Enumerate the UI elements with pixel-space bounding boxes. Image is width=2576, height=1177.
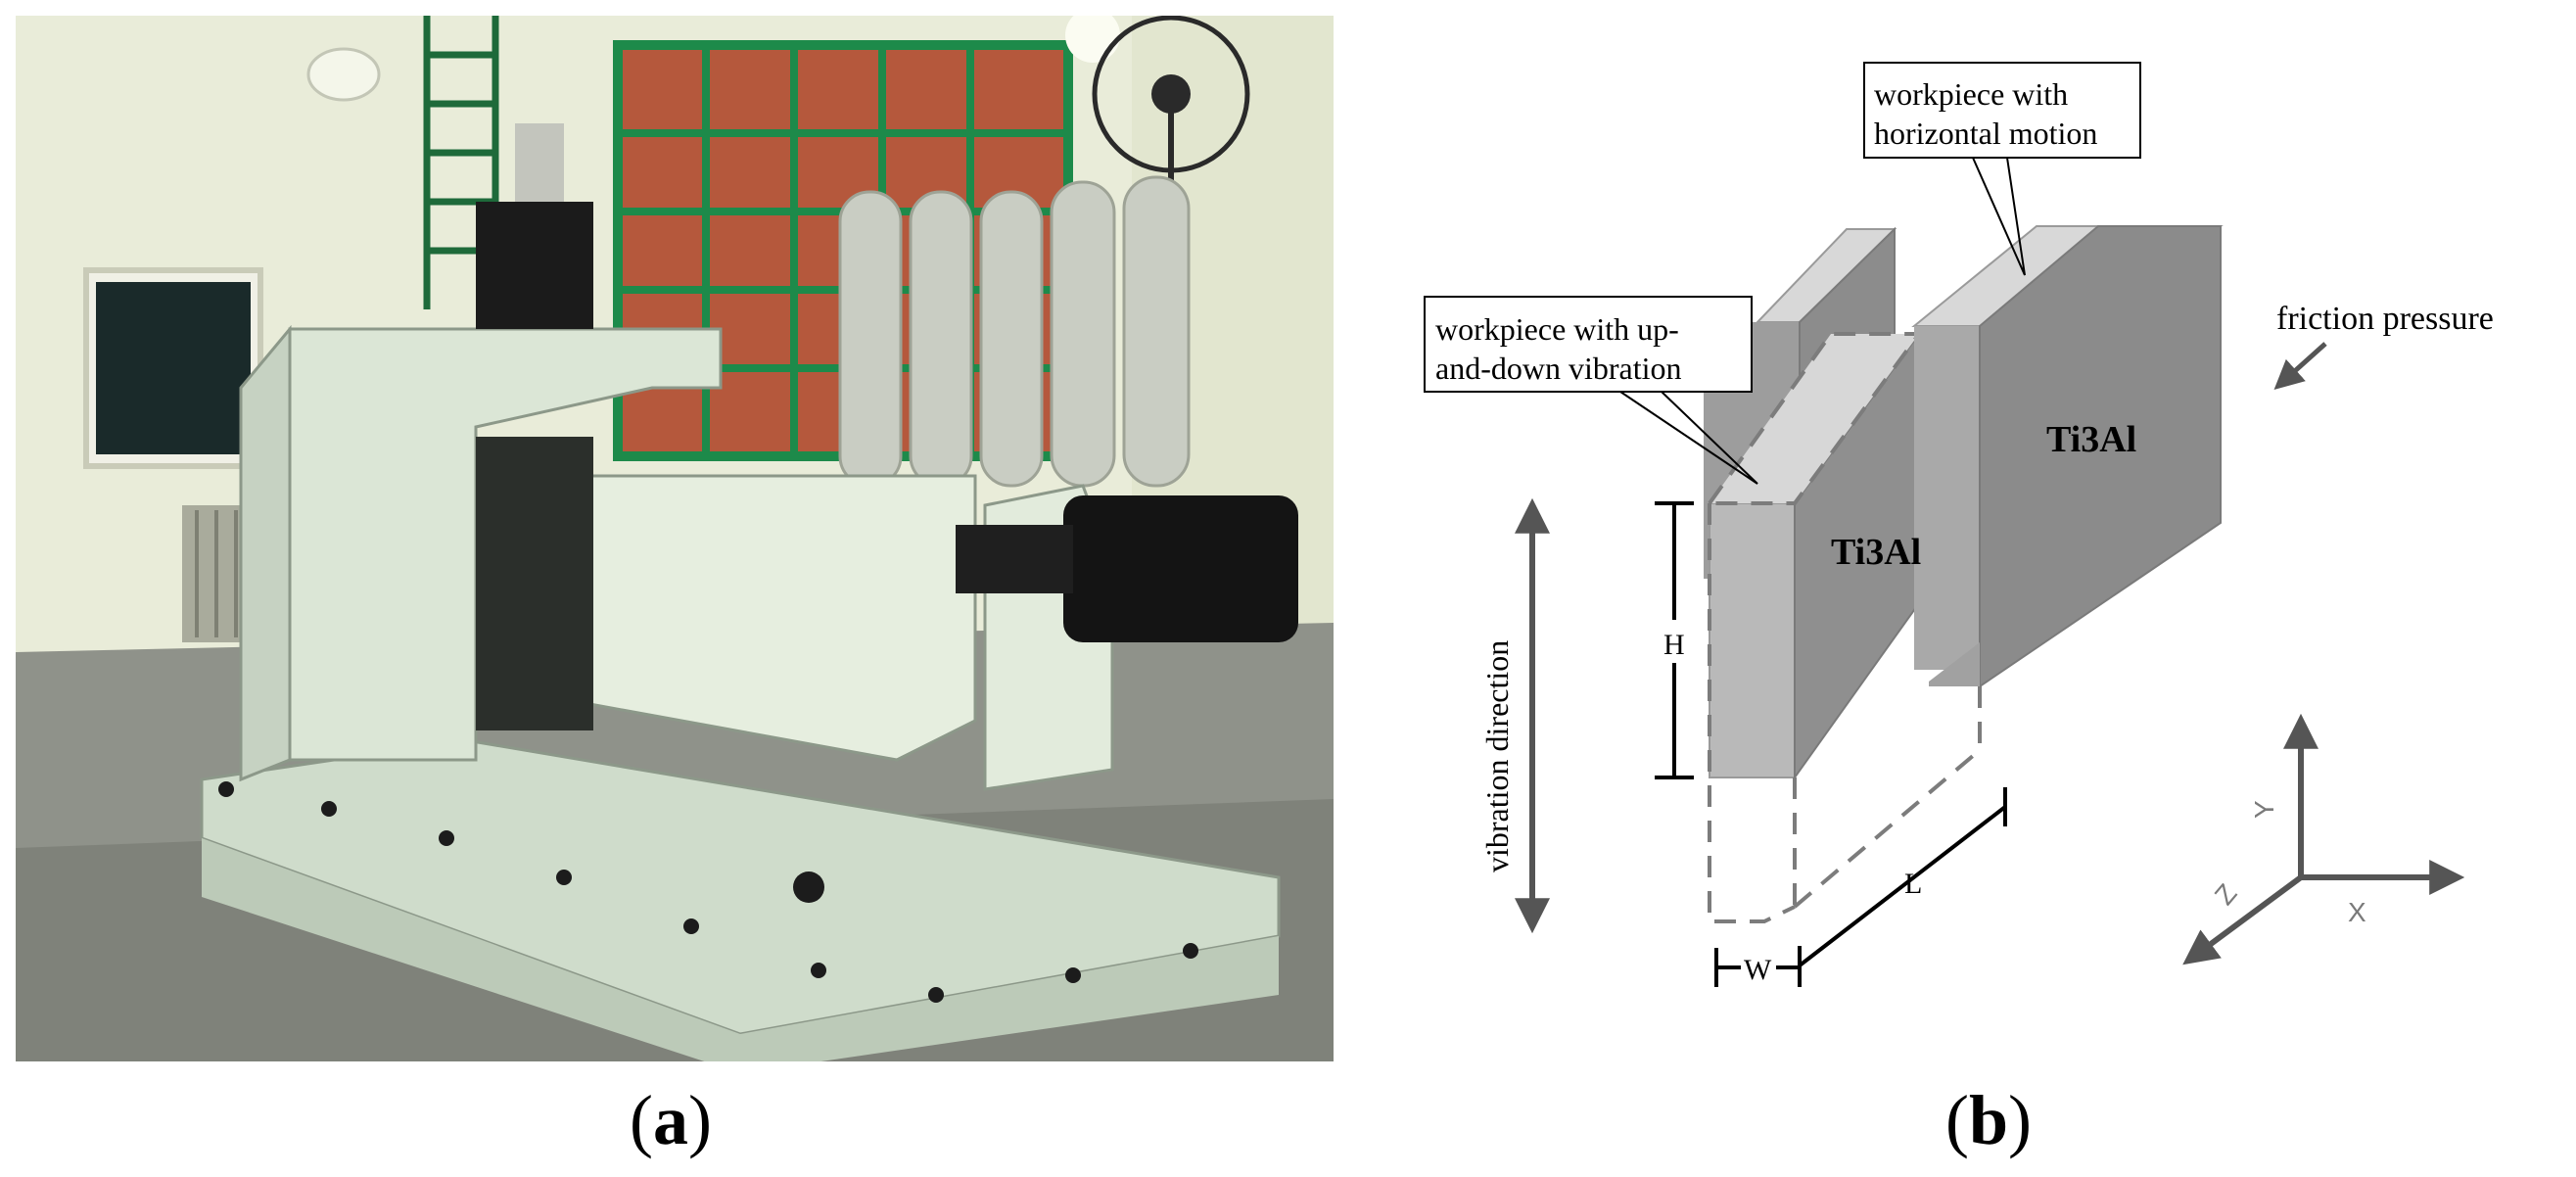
callout-vertical-line1: workpiece with up- xyxy=(1435,311,1679,347)
workpiece-vibrating-front xyxy=(1709,502,1796,778)
machine-photo xyxy=(16,16,1334,1061)
workpiece-vibrating xyxy=(1706,330,1923,781)
gas-cylinders xyxy=(838,175,1191,488)
coordinate-axes xyxy=(2182,713,2465,965)
axis-z-label: Z xyxy=(2209,878,2243,911)
callout-horizontal: workpiece with horizontal motion xyxy=(1863,62,2141,276)
callout-vertical: workpiece with up- and-down vibration xyxy=(1424,296,1758,485)
dimension-w-label: W xyxy=(1744,954,1772,986)
material-label-front: Ti3Al xyxy=(1831,532,1921,573)
workpiece-back-edge xyxy=(1914,326,1980,670)
axis-y-label: Y xyxy=(2249,800,2279,819)
friction-pressure-label: friction pressure xyxy=(2276,301,2494,337)
slide-dark-block xyxy=(476,437,593,730)
ceiling-lamp xyxy=(306,47,381,102)
dimension-w-gap xyxy=(1741,950,1776,985)
hydraulic-column xyxy=(515,123,564,202)
callout-horizontal-line1: workpiece with xyxy=(1874,76,2068,112)
callout-vertical-line2: and-down vibration xyxy=(1435,351,1682,386)
machine-frame-side xyxy=(239,324,292,782)
svg-text:workpiece with up- and-d: workpiece with up- and-down vibration xyxy=(1435,311,1687,386)
machine-base-front xyxy=(202,838,1279,1061)
base-bolts xyxy=(218,781,1198,1003)
material-label-back: Ti3Al xyxy=(2046,419,2136,460)
caption-a: (a) xyxy=(630,1081,712,1159)
caption-b: (b) xyxy=(1945,1081,2033,1159)
workpiece-back-lower xyxy=(1929,642,1980,686)
vibration-direction-label: vibration direction xyxy=(1479,640,1515,872)
dimension-h-gap xyxy=(1660,620,1689,663)
hydraulic-head xyxy=(476,202,593,329)
workpiece-back-face-main xyxy=(1979,225,2222,688)
friction-pressure-arrow xyxy=(2273,342,2327,391)
machine-frame xyxy=(288,327,723,762)
svg-text:workpiece with horizonta: workpiece with horizontal motion xyxy=(1874,76,2097,151)
axis-z-arrow xyxy=(2182,874,2303,965)
motor xyxy=(1063,495,1298,642)
axis-x-label: X xyxy=(2348,897,2366,927)
dimension-l xyxy=(1798,787,2007,985)
motor-shaft xyxy=(956,525,1073,593)
wall-window-glass xyxy=(96,282,251,454)
welding-schematic: Ti3Al Ti3Al workpiece with horizontal mo… xyxy=(1424,62,2494,987)
callout-horizontal-line2: horizontal motion xyxy=(1874,116,2097,151)
dimension-l-label: L xyxy=(1904,868,1922,900)
dimension-h-label: H xyxy=(1663,629,1685,661)
